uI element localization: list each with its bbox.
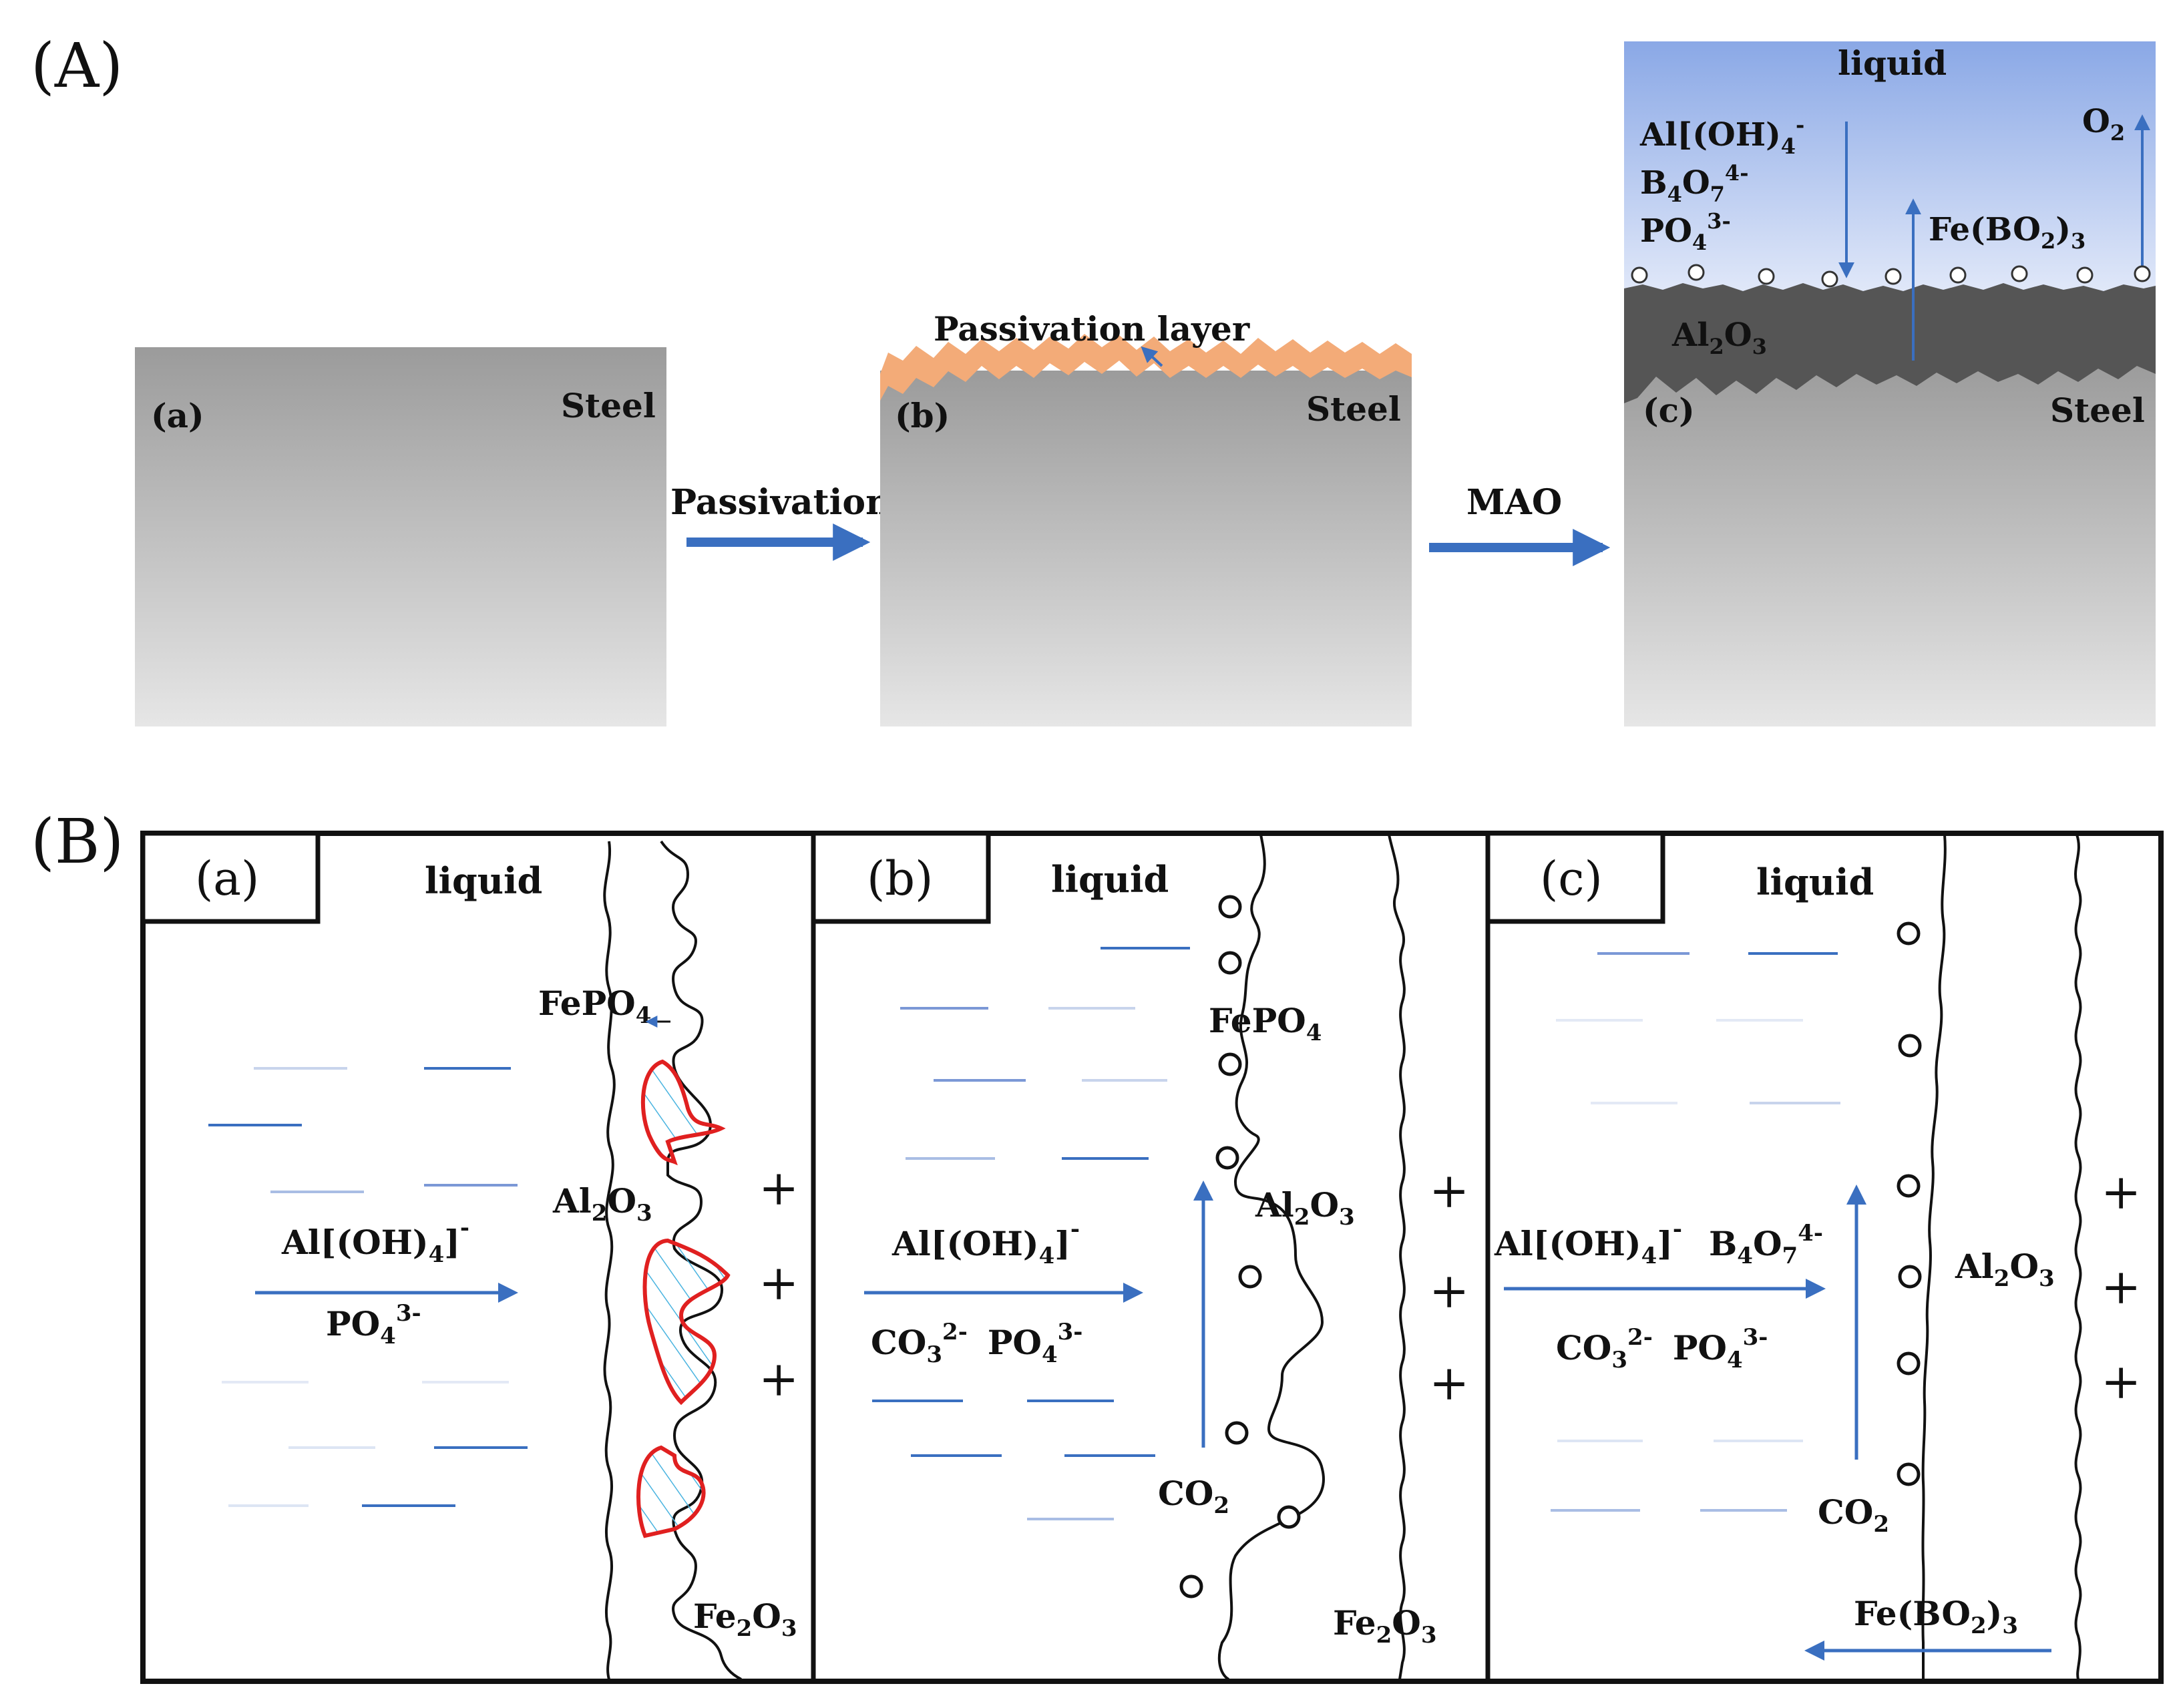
panel-b-tag: (b) bbox=[895, 396, 950, 435]
liquid-dashes-a bbox=[208, 1067, 528, 1507]
interface-right-c bbox=[2074, 834, 2082, 1680]
passivation-layer-label: Passivation layer bbox=[934, 309, 1250, 349]
svg-text:+: + bbox=[759, 1160, 799, 1216]
fepo4-label-a: FePO4 bbox=[538, 984, 651, 1029]
hatched-pit-2 bbox=[642, 1238, 731, 1406]
ion-aloh4-b4o7-c: Al[(OH)4]-B4O74- bbox=[1494, 1216, 1823, 1269]
tag-a: (a) bbox=[195, 851, 259, 906]
fepo4-label-b: FePO4 bbox=[1209, 1001, 1322, 1046]
liquid-region-c bbox=[1624, 41, 2156, 308]
hatched-pit-1 bbox=[640, 1059, 726, 1166]
gas-bubbles-b bbox=[1179, 895, 1301, 1598]
interface-left-b bbox=[1217, 834, 1325, 1681]
part-b-label: (B) bbox=[31, 806, 124, 877]
panel-b-steel: Steel bbox=[1306, 389, 1401, 429]
plus-signs-c: + + + bbox=[2101, 1164, 2141, 1410]
ion-aloh4-b: Al[(OH)4]- bbox=[891, 1216, 1080, 1269]
mao-arrow-label: MAO bbox=[1466, 482, 1562, 523]
ion-aloh4-a: Al[(OH)4]- bbox=[281, 1215, 469, 1268]
tag-c: (c) bbox=[1540, 851, 1603, 906]
al2o3-label-b: Al2O3 bbox=[1255, 1185, 1355, 1231]
passivation-arrow-label: Passivation bbox=[670, 482, 891, 523]
al2o3-coating-shape bbox=[1624, 283, 2156, 403]
steel-block-a bbox=[135, 347, 666, 726]
part-a-label: (A) bbox=[31, 30, 123, 101]
svg-text:+: + bbox=[759, 1255, 799, 1311]
liquid-label-b-b: liquid bbox=[1051, 858, 1169, 901]
passivation-layer-shape bbox=[880, 334, 1412, 401]
liquid-label-b-a: liquid bbox=[425, 859, 542, 902]
panel-a-steel: Steel bbox=[561, 386, 656, 425]
svg-text:+: + bbox=[1429, 1162, 1469, 1219]
svg-text:+: + bbox=[1429, 1355, 1469, 1411]
tag-box-a bbox=[140, 831, 321, 924]
al2o3-label-c-b: Al2O3 bbox=[1955, 1247, 2055, 1292]
svg-text:+: + bbox=[1429, 1263, 1469, 1319]
fe2o3-label-a: Fe2O3 bbox=[693, 1596, 797, 1642]
liquid-dashes-b bbox=[872, 947, 1190, 1520]
tag-box-b bbox=[811, 831, 991, 924]
febo2-label-c: Fe(BO2)3 bbox=[1929, 211, 2086, 254]
interface-left-c bbox=[1921, 834, 1947, 1679]
tag-b: (b) bbox=[867, 851, 933, 906]
steel-block-b bbox=[880, 371, 1412, 726]
tag-box-c bbox=[1485, 831, 1665, 924]
panel-a-tag: (a) bbox=[151, 396, 204, 435]
steel-block-c bbox=[1624, 361, 2156, 726]
febo2-label-b-c: Fe(BO2)3 bbox=[1854, 1594, 2018, 1639]
svg-text:+: + bbox=[759, 1351, 799, 1407]
co2-label-b: CO2 bbox=[1158, 1474, 1229, 1519]
liquid-label-c: liquid bbox=[1838, 43, 1947, 83]
svg-text:+: + bbox=[2101, 1259, 2141, 1315]
svg-text:+: + bbox=[2101, 1164, 2141, 1220]
ion-po4-a: PO43- bbox=[326, 1300, 421, 1349]
ion-co3-po4-c: CO32-PO43- bbox=[1556, 1324, 1768, 1373]
plus-signs-a: + + + bbox=[759, 1160, 799, 1407]
ion-aloh4-c: Al[(OH)4- bbox=[1639, 112, 1804, 159]
interface-right-b bbox=[1388, 834, 1406, 1680]
co2-label-c: CO2 bbox=[1818, 1492, 1889, 1538]
ion-co3-po4-b: CO32-PO43- bbox=[871, 1319, 1082, 1368]
plus-signs-b: + + + bbox=[1429, 1162, 1469, 1411]
liquid-dashes-c bbox=[1551, 952, 1840, 1512]
gas-bubbles-c bbox=[1631, 264, 2151, 288]
al2o3-label-a: Al2O3 bbox=[552, 1181, 652, 1227]
svg-text:+: + bbox=[2101, 1353, 2141, 1410]
part-b-frame bbox=[140, 831, 2164, 1684]
gas-bubbles-c-b bbox=[1897, 921, 1922, 1486]
panel-c-steel: Steel bbox=[2050, 391, 2145, 430]
passivation-layer-pointer bbox=[1141, 346, 1163, 367]
liquid-label-b-c: liquid bbox=[1756, 861, 1874, 903]
hatched-pit-3 bbox=[636, 1445, 706, 1538]
panel-c-tag: (c) bbox=[1643, 391, 1695, 430]
interface-left-a bbox=[603, 841, 616, 1680]
fe2o3-label-b: Fe2O3 bbox=[1333, 1603, 1436, 1649]
